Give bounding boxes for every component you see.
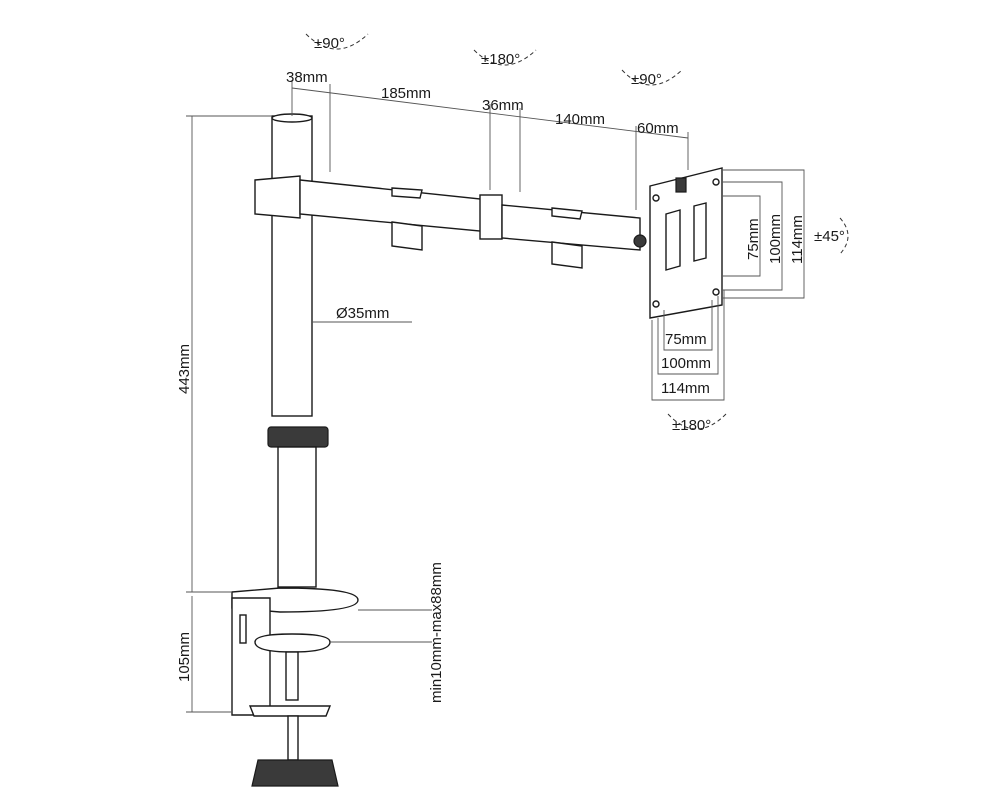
rotation-arc-joint (473, 49, 537, 66)
vesa-horizontal-75: 75mm (665, 331, 707, 348)
vesa-horizontal-114: 114mm (661, 380, 710, 397)
vesa-hole (712, 288, 720, 296)
clamp-pad-top (254, 633, 331, 653)
desk-clamp (231, 587, 359, 787)
vesa-slot-left (665, 209, 681, 271)
arm-dimension-140: 140mm (555, 111, 605, 128)
vesa-hole (712, 178, 720, 186)
pole-lower (277, 446, 317, 588)
clamp-knob (251, 759, 339, 787)
rotation-arc-rotate (667, 413, 727, 430)
rotation-label-rotate: ±180° (672, 417, 711, 434)
cable-clip-top-1 (391, 187, 423, 199)
cable-clip-bottom-2 (551, 241, 583, 269)
arm-assembly (254, 175, 647, 269)
clamp-height-label: 105mm (176, 632, 193, 682)
cable-clip-top-2 (551, 207, 583, 220)
pole-height-label: 443mm (176, 344, 193, 394)
arm-segment-2 (501, 204, 641, 251)
head-pivot (633, 234, 647, 248)
vesa-horizontal-100: 100mm (661, 355, 711, 372)
rotation-label-joint: ±180° (481, 51, 520, 68)
pole (267, 113, 329, 588)
pole-upper (271, 115, 313, 417)
vesa-vertical-114: 114mm (789, 215, 806, 264)
vesa-horizontal-dimensions: 75mm 100mm 114mm (651, 290, 725, 401)
rotation-indicators: ±90° ±180° ±90° ±45° ±180° (305, 33, 849, 434)
pole-diameter-label: Ø35mm (336, 305, 389, 322)
rotation-label-pole: ±90° (314, 35, 345, 52)
rotation-label-tilt: ±90° (631, 71, 662, 88)
vesa-vertical-100: 100mm (767, 214, 784, 264)
clamp-height-dimension: 105mm (176, 596, 232, 713)
vesa-hole (652, 194, 660, 202)
rotation-label-swivel: ±45° (814, 228, 845, 245)
vesa-slot-right (693, 202, 707, 262)
clamp-post (285, 651, 299, 701)
pole-joint-block (254, 175, 301, 219)
rotation-arc-tilt (621, 69, 683, 86)
vesa-hole (652, 300, 660, 308)
desk-range-dimension: min10mm-max88mm (330, 562, 445, 703)
clamp-screw (287, 715, 299, 761)
cable-clip-bottom-1 (391, 221, 423, 251)
arm-dimension-line: 38mm 185mm 36mm 140mm 60mm (286, 69, 689, 210)
vesa-plate (649, 167, 723, 319)
vesa-vertical-75: 75mm (745, 218, 762, 260)
arm-dimension-60: 60mm (637, 120, 679, 137)
pole-height-dimension: 443mm (176, 115, 272, 593)
vesa-vertical-dimensions: 75mm 100mm 114mm (722, 169, 806, 299)
middle-joint (479, 194, 503, 240)
pole-collar (267, 426, 329, 448)
tilt-knob (675, 177, 687, 193)
clamp-slot (239, 614, 247, 644)
pole-diameter-callout: Ø35mm (312, 305, 412, 323)
arm-dimension-185: 185mm (381, 85, 431, 102)
clamp-bottom-pad (248, 705, 332, 717)
clamp-frame (231, 597, 271, 716)
desk-range-label: min10mm-max88mm (428, 562, 445, 703)
arm-dimension-36: 36mm (482, 97, 524, 114)
rotation-arc-pole (305, 33, 369, 50)
arm-dimension-38: 38mm (286, 69, 328, 86)
rotation-arc-swivel (839, 217, 849, 255)
